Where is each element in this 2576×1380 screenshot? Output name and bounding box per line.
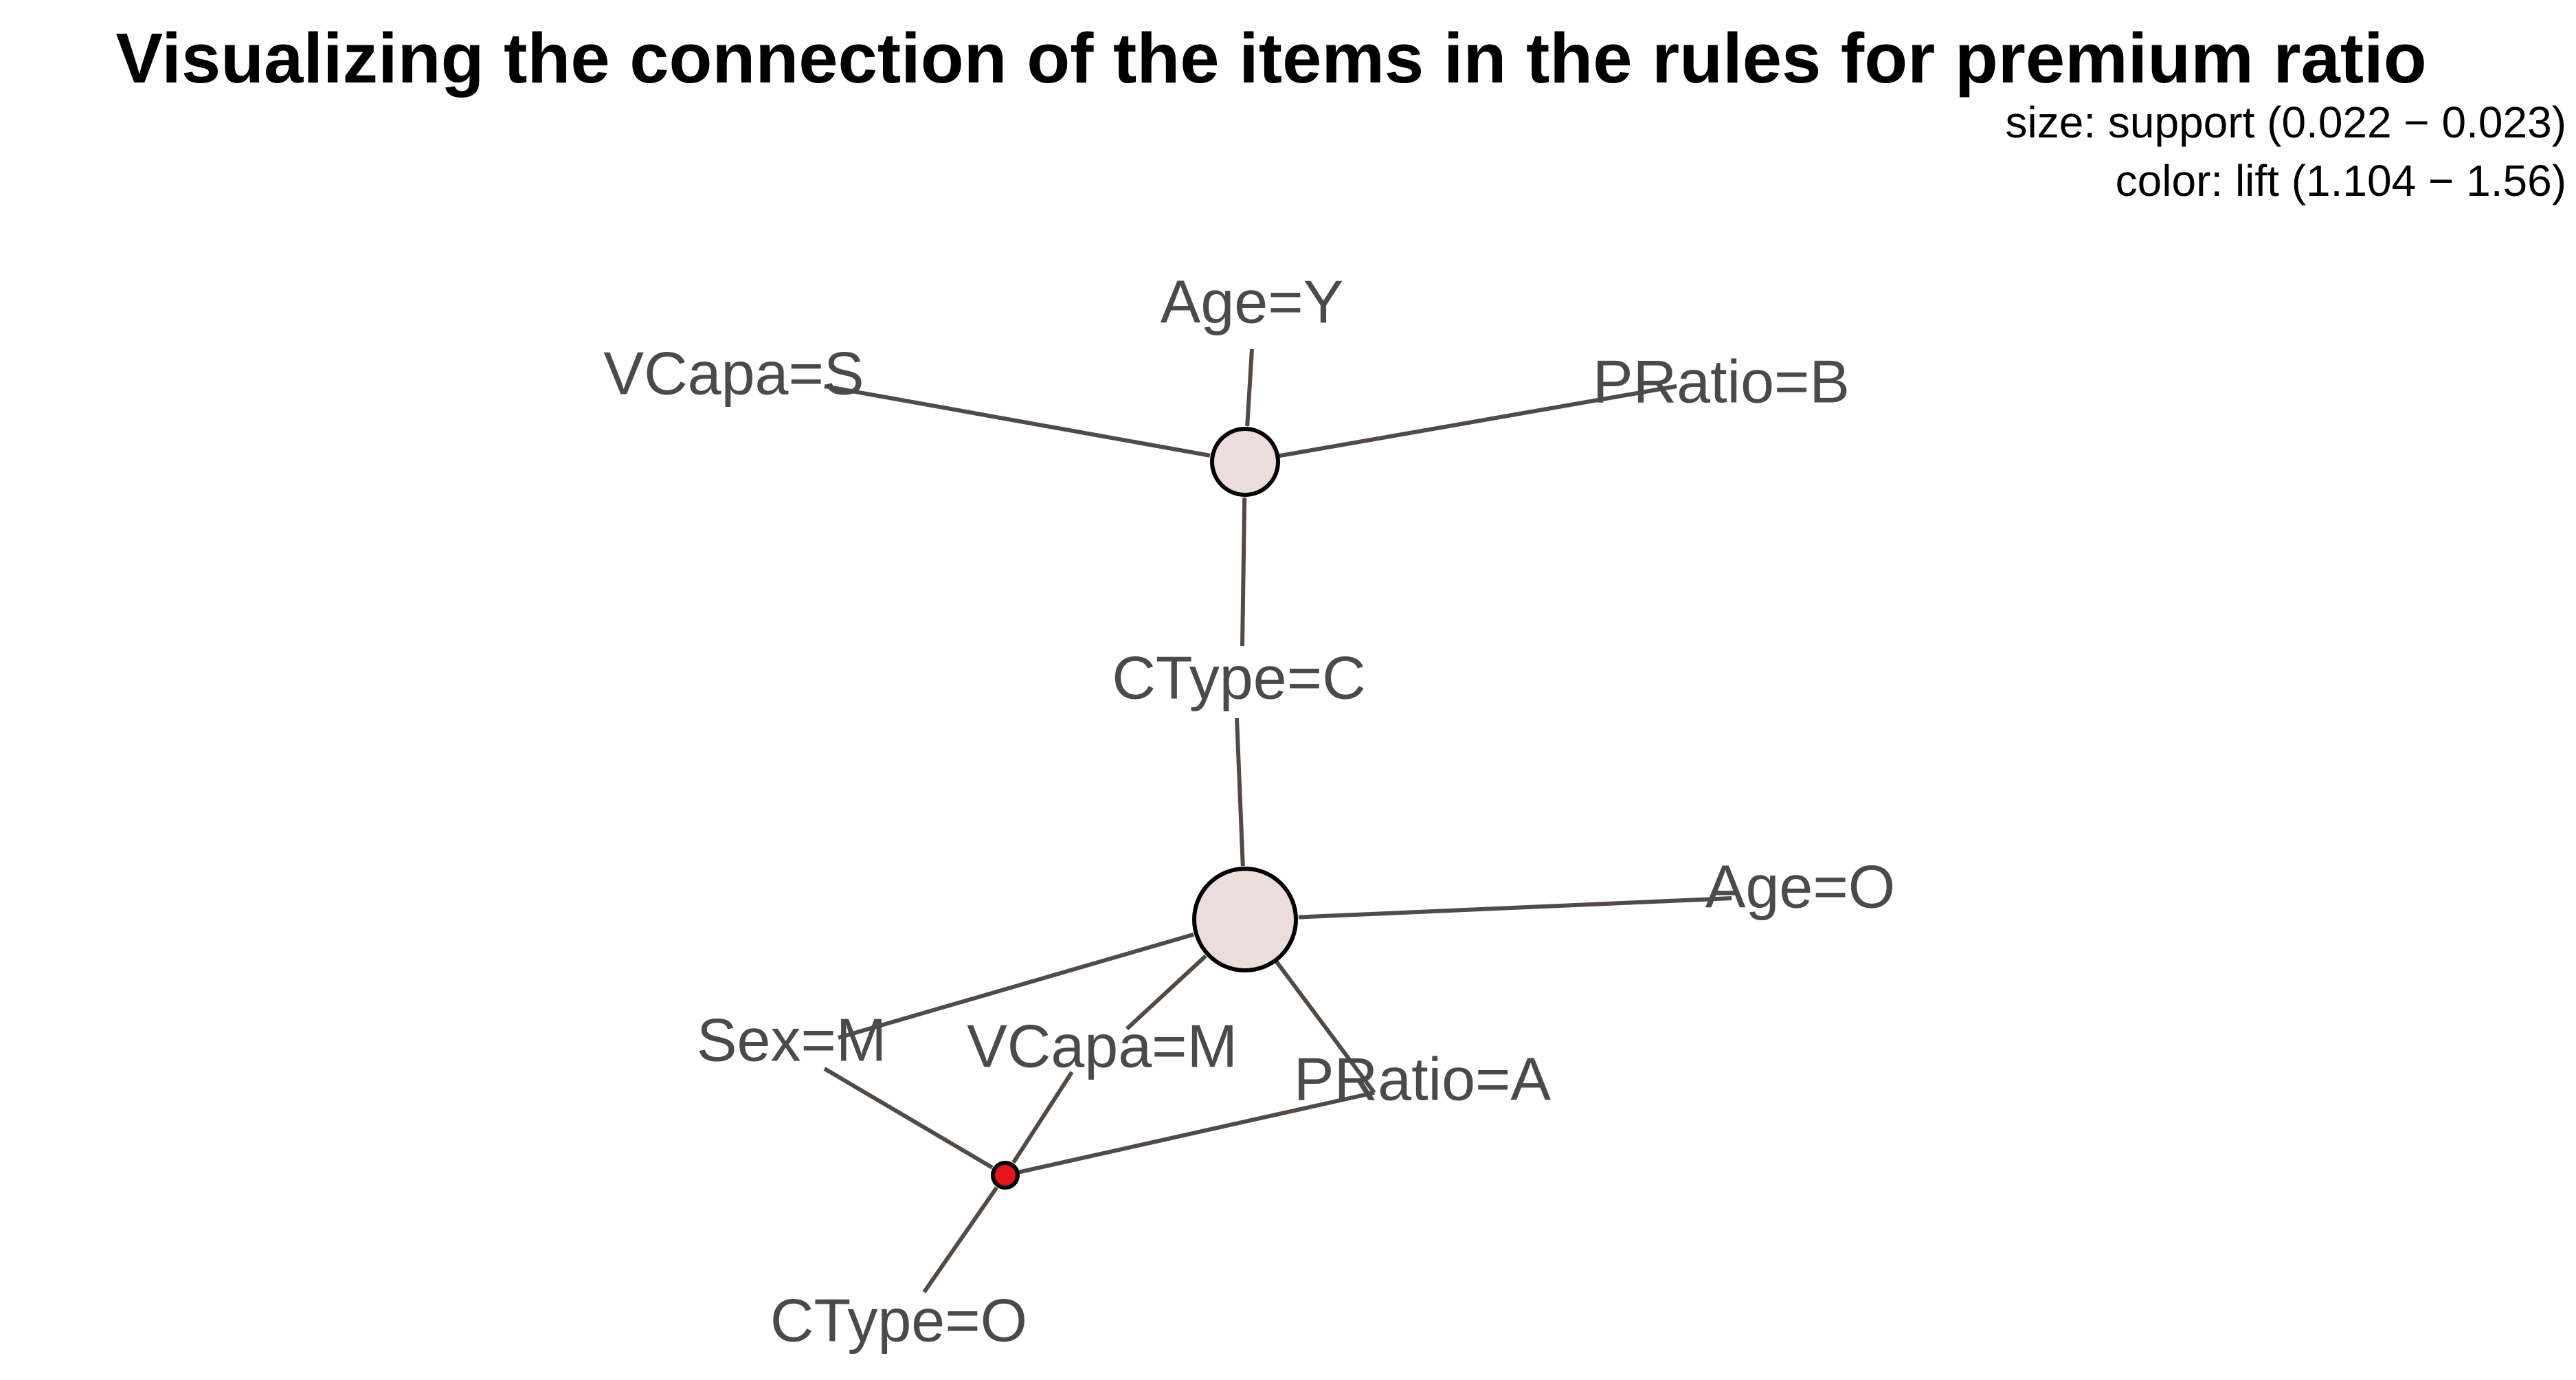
edge-vcapa_m-to-rule_3 (1011, 1071, 1074, 1164)
edge-ctype_c-to-rule_2 (1235, 717, 1246, 867)
edge-sex_m-to-rule_3 (823, 1067, 994, 1170)
edge-layer (823, 348, 1732, 1293)
edge-rule_1-to-pratio_b (1277, 384, 1677, 458)
edge-vcapa_m-to-rule_2 (1125, 954, 1207, 1031)
item-label-pratio-a: PRatio=A (1294, 1045, 1552, 1113)
item-label-age-y: Age=Y (1161, 267, 1344, 335)
edge-rule_2-to-pratio_a (1273, 959, 1376, 1094)
item-label-vcapa-s: VCapa=S (603, 339, 864, 407)
item-label-ctype-c: CType=C (1112, 643, 1365, 711)
rule-node-rule-3 (991, 1161, 1020, 1190)
diagram-title: Visualizing the connection of the items … (115, 19, 2426, 98)
edge-rule_3-to-pratio_a (1016, 1091, 1375, 1175)
rule-node-rule-1 (1210, 427, 1280, 497)
legend-color: color: lift (1.104 − 1.56) (2116, 156, 2566, 205)
item-label-ctype-o: CType=O (770, 1286, 1027, 1354)
edge-vcapa_s-to-rule_1 (824, 384, 1211, 458)
edge-ctype_o-to-rule_3 (922, 1186, 998, 1293)
rule-node-layer (991, 427, 1298, 1190)
item-label-layer: Age=Y VCapa=S PRatio=B CType=C Age=O Sex=M VCa… (603, 267, 1895, 1354)
item-label-vcapa-m: VCapa=M (967, 1012, 1237, 1080)
edge-age_o-to-rule_2 (1298, 896, 1732, 920)
edge-ctype_c-to-rule_1 (1240, 497, 1247, 647)
item-label-age-o: Age=O (1705, 852, 1895, 920)
rule-node-rule-2 (1192, 867, 1298, 972)
edge-sex_m-to-rule_2 (838, 932, 1194, 1040)
item-label-pratio-b: PRatio=B (1593, 347, 1850, 415)
legend-size: size: support (0.022 − 0.023) (2006, 98, 2567, 147)
edge-age_y-to-rule_1 (1245, 348, 1254, 427)
item-label-sex-m: Sex=M (697, 1005, 886, 1073)
